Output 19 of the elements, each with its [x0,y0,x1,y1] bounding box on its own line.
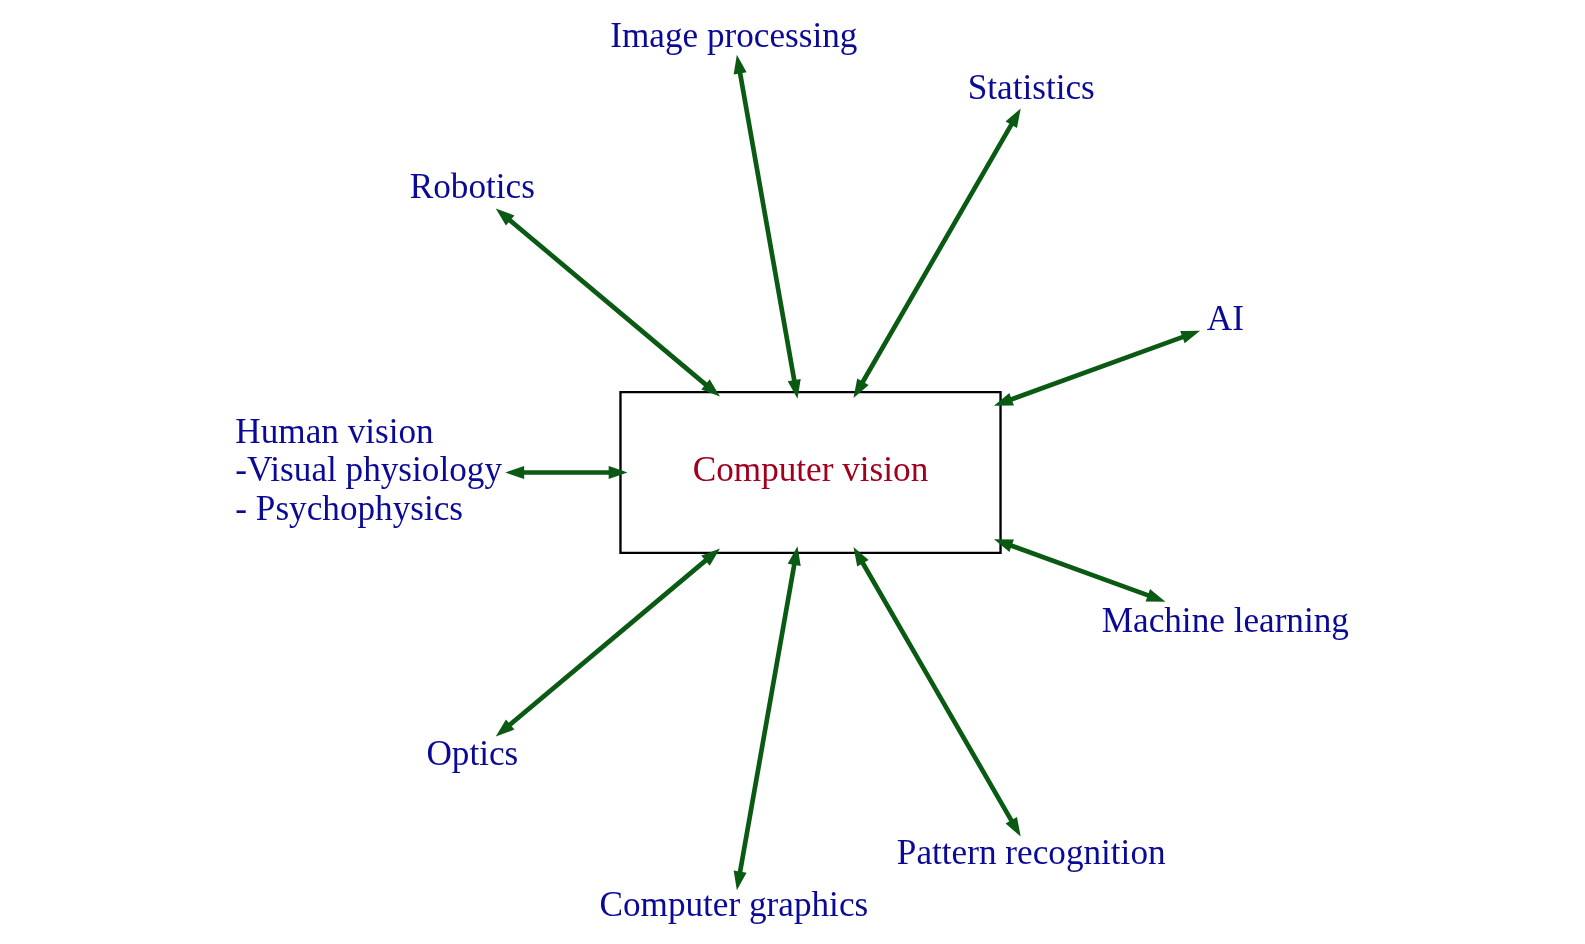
node-text: Image processing [610,15,858,55]
node-text: Machine learning [1101,600,1349,640]
node-text: Pattern recognition [896,832,1166,872]
node-text: AI [1206,298,1244,338]
arrow [993,330,1201,406]
arrow [733,54,801,399]
arrow [993,538,1166,602]
node-text: Robotics [409,166,535,206]
arrow [853,546,1021,837]
arrow [853,107,1021,398]
node-text: Statistics [967,67,1095,107]
node-text: Optics [426,733,519,773]
arrow [495,548,720,737]
node-box: Computer vision [619,390,1002,554]
arrow [495,207,720,397]
arrow [505,465,628,479]
arrow [733,545,801,890]
node-text: Computer graphics [599,884,869,924]
node-text: Human vision -Visual physiology - Psychophysics [235,411,502,528]
